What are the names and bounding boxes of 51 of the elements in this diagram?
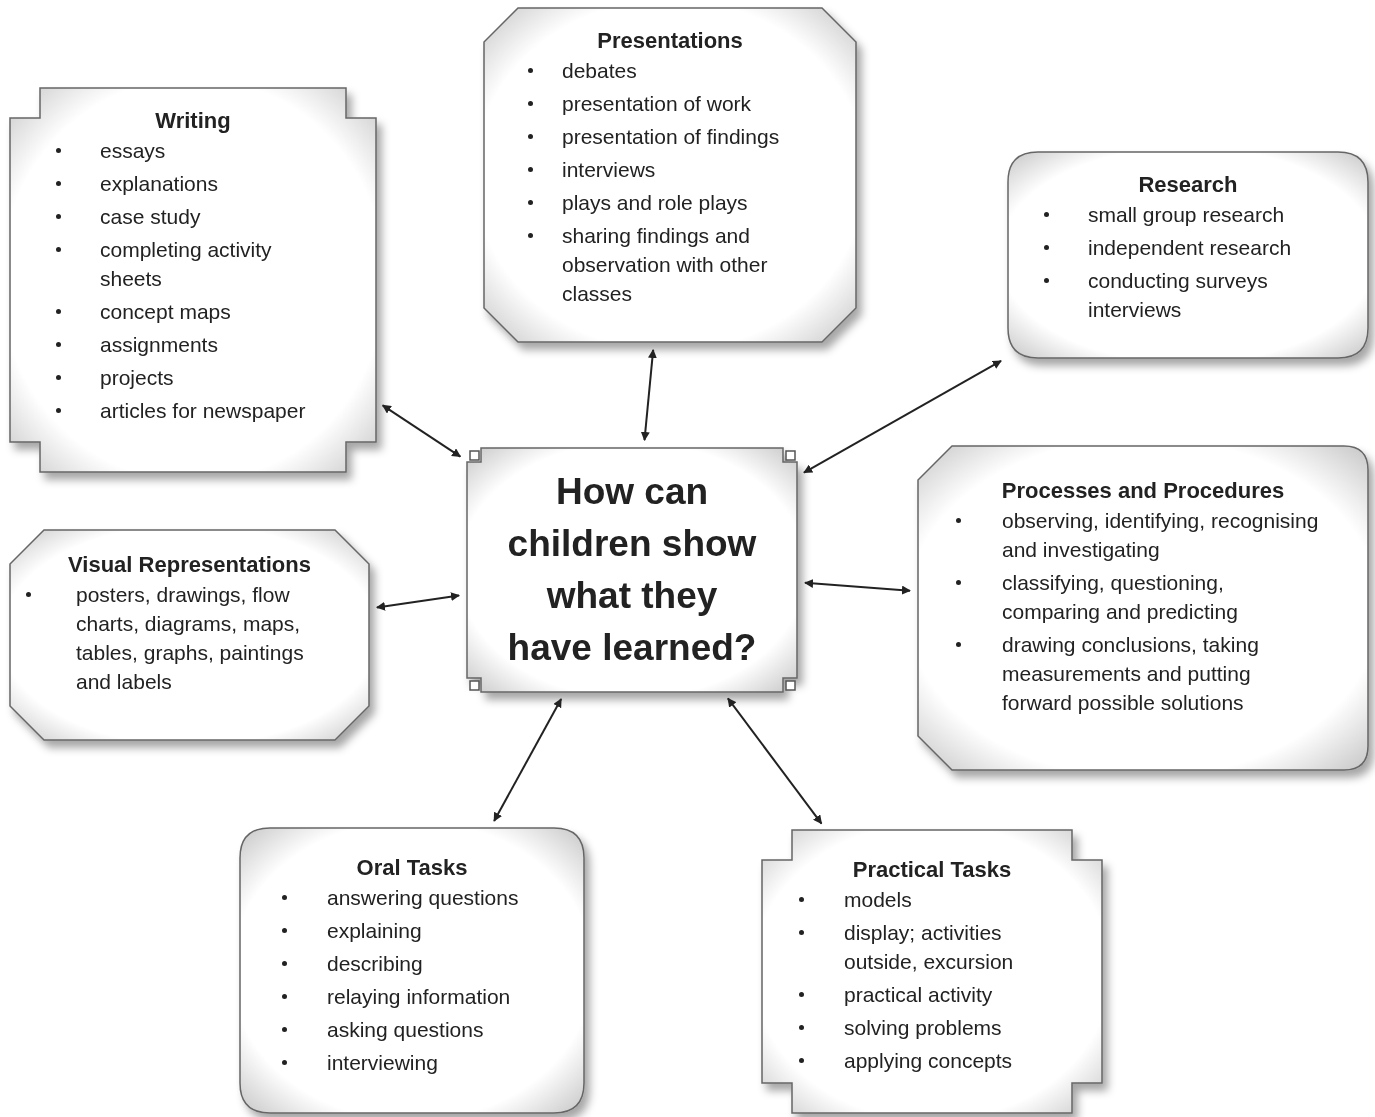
box-heading: Presentations [596,27,744,55]
list-item: interviewing [327,1051,438,1074]
list-item: projects [100,366,174,389]
list-item: concept maps [100,300,231,323]
box-heading: Oral Tasks [355,854,469,882]
list-item: essays [100,139,166,162]
double-arrow [375,592,461,611]
category-box [762,830,1102,1113]
list-item: independent research [1088,236,1292,259]
list-item: interviews [562,158,656,181]
box-heading: Practical Tasks [851,856,1013,884]
list-item: conducting surveys interviews [1088,269,1268,321]
double-arrow [640,348,657,442]
list-item: explaining [327,919,422,942]
category-box [10,88,376,472]
list-item: posters, drawings, flow charts, diagrams, maps, tables, graphs, paintings and labels [76,583,304,693]
list-item: asking questions [327,1018,484,1041]
list-item: practical activity [844,983,993,1006]
double-arrow [804,579,911,595]
double-arrow [493,698,563,822]
box-heading: Research [1137,171,1239,199]
list-item: presentation of work [562,92,752,115]
list-item: answering questions [327,886,519,909]
category-box [240,828,584,1113]
list-item: small group research [1088,203,1285,226]
category-box [1008,152,1368,358]
category-box [484,8,856,342]
category-box [918,446,1368,770]
list-item: sharing findings and observation with other classes [562,224,768,305]
central-question-box [467,448,797,692]
list-item: drawing conclusions, taking measurements and putting forward possible solutions [1002,633,1259,714]
double-arrow [381,404,462,458]
list-item: applying concepts [844,1049,1013,1072]
category-box [10,530,369,740]
list-item: presentation of findings [562,125,780,148]
double-arrow [802,359,1003,474]
double-arrow [726,697,823,825]
box-heading: Writing [154,107,232,135]
list-item: assignments [100,333,218,356]
list-item: models [844,888,912,911]
list-item: articles for newspaper [100,399,306,422]
central-question: How can children show what they have learned? [506,470,758,670]
list-item: relaying information [327,985,511,1008]
box-heading: Processes and Procedures [1000,477,1286,505]
list-item: debates [562,59,637,82]
list-item: describing [327,952,423,975]
box-heading: Visual Representations [67,551,312,579]
list-item: solving problems [844,1016,1002,1039]
list-item: case study [100,205,201,228]
list-item: plays and role plays [562,191,748,214]
list-item: explanations [100,172,218,195]
